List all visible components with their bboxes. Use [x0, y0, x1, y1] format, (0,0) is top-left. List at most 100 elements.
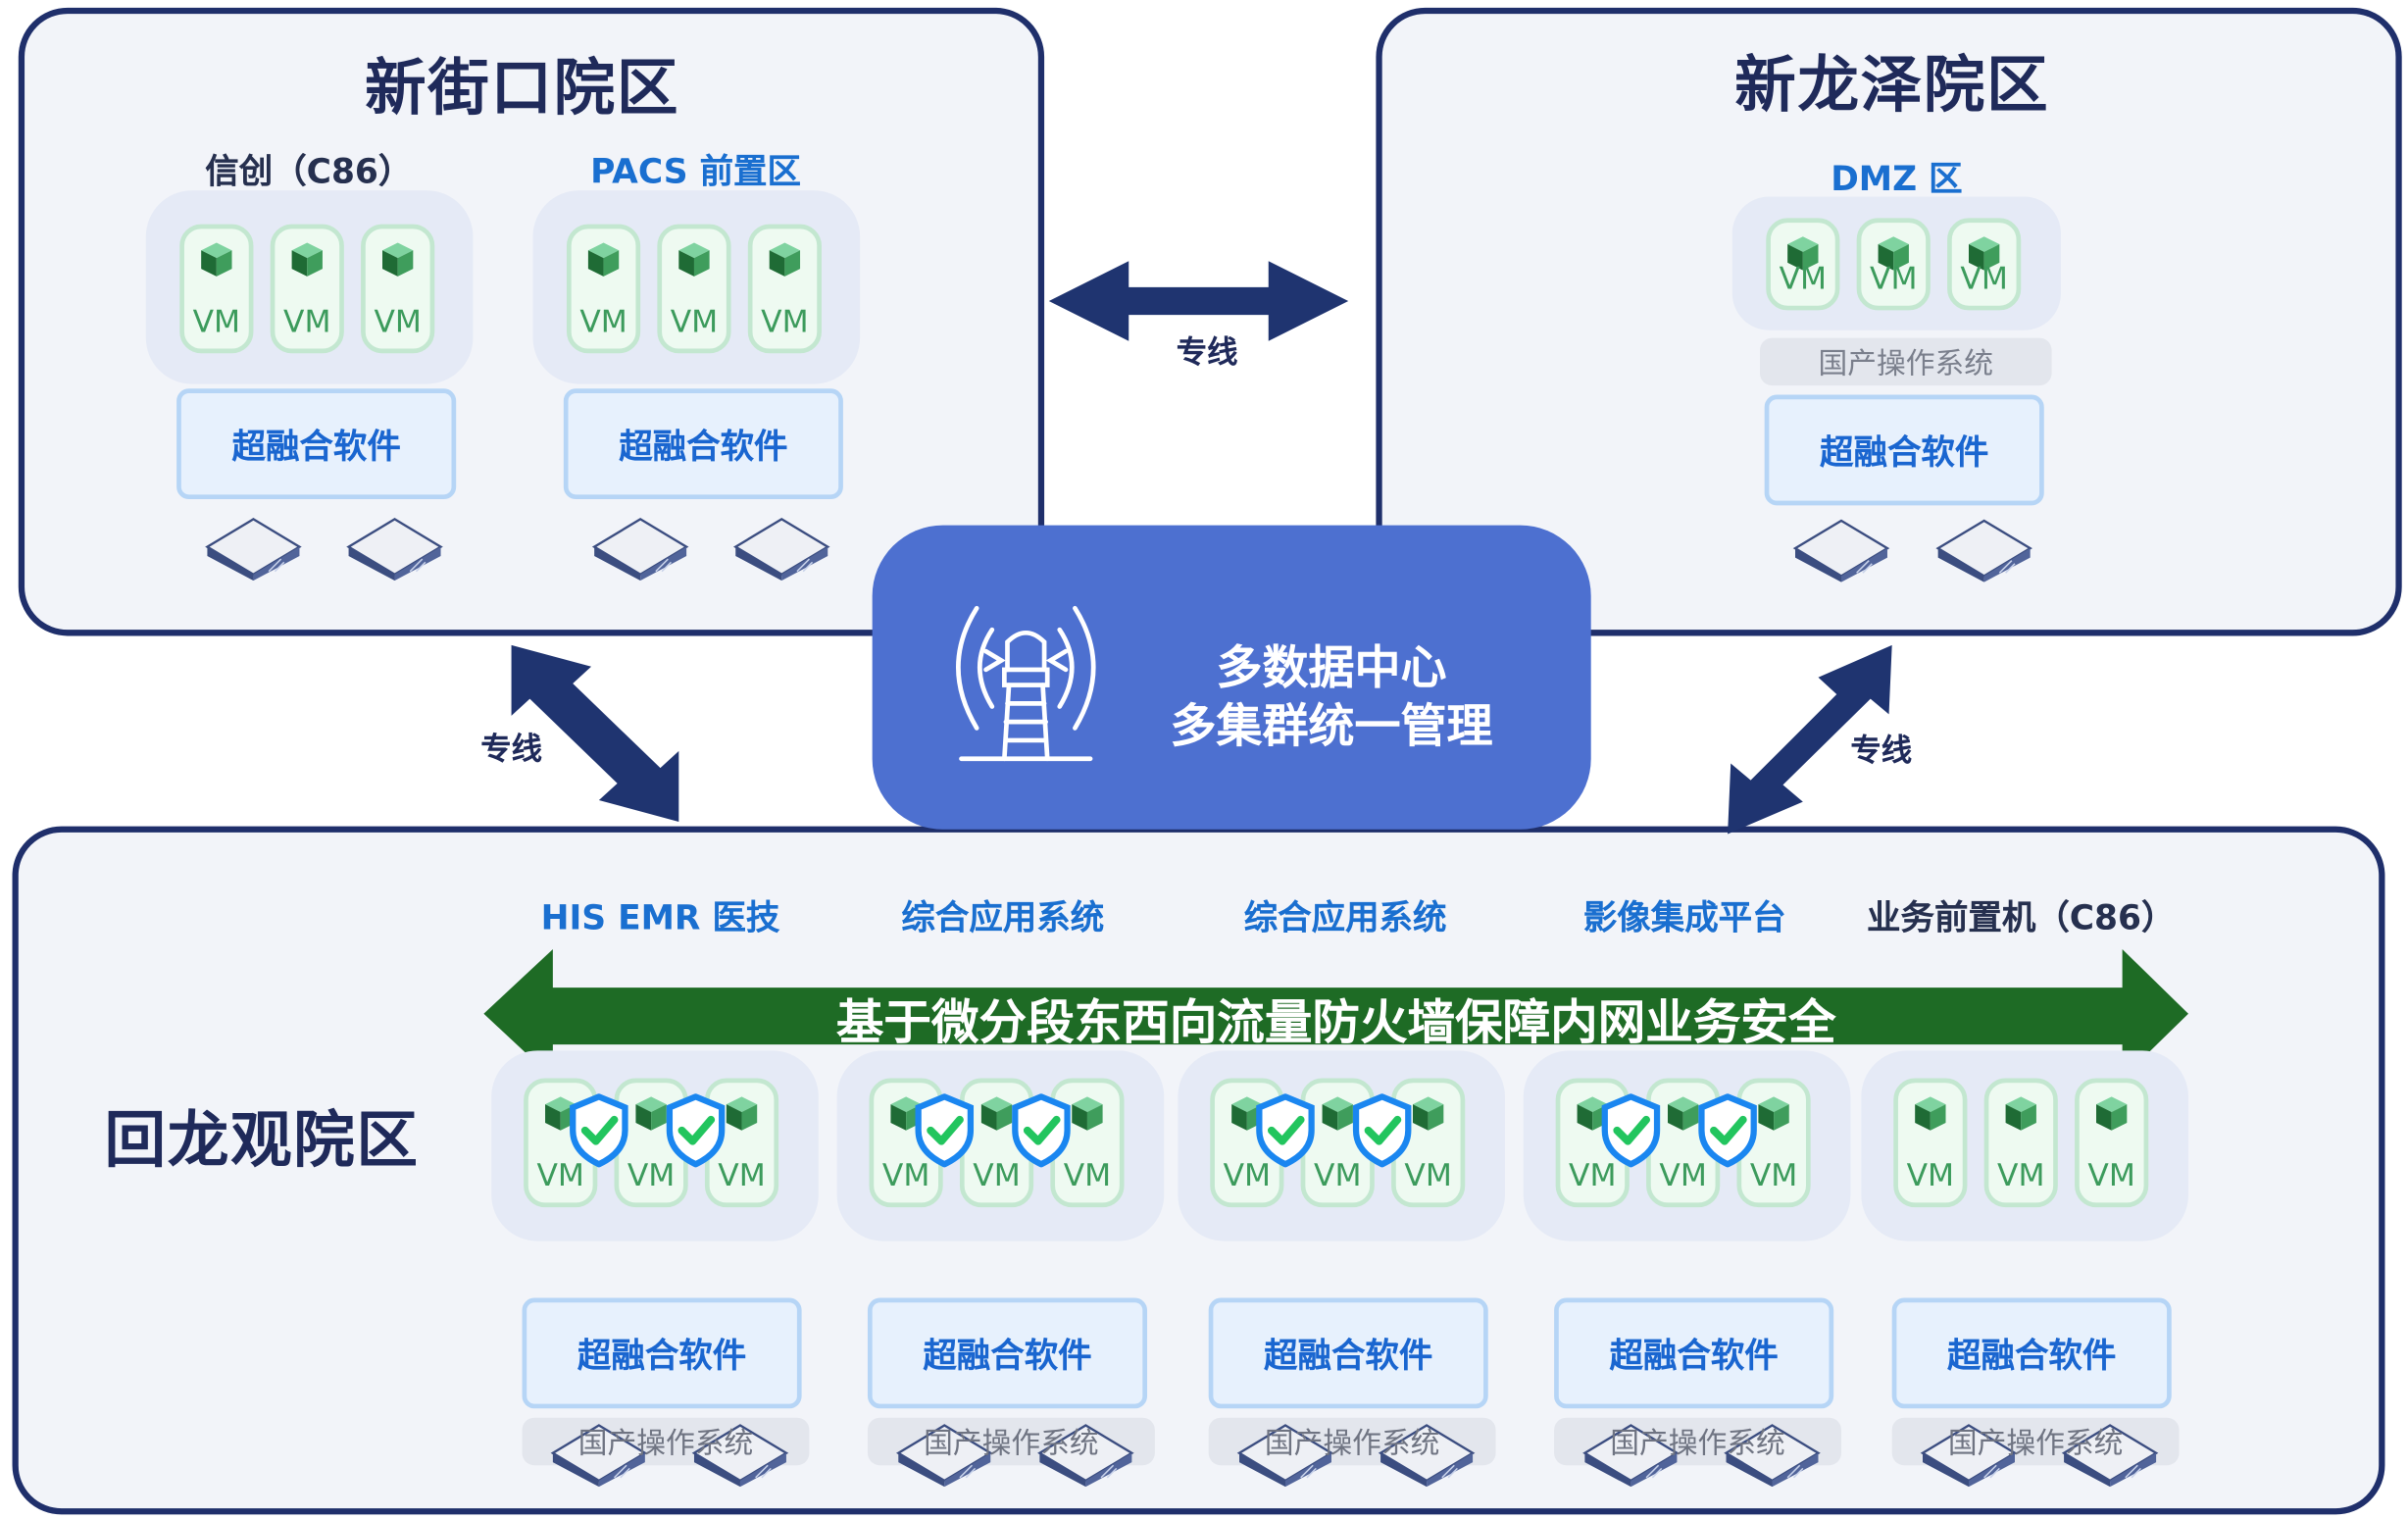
management-center [872, 525, 1591, 830]
hyperconverged-software-box: 超融合软件 [1891, 1297, 2172, 1409]
vm-label: VM [1960, 259, 2008, 297]
group-label: 信创（C86） [205, 153, 413, 192]
link-label: 专线 [1850, 731, 1913, 769]
vm-card: VM [1300, 1078, 1375, 1208]
group-label: DMZ 区 [1831, 161, 1963, 200]
server-icon [345, 516, 443, 582]
os-bar: 国产操作系统 [577, 1427, 754, 1461]
shield-check-icon [1600, 1092, 1662, 1168]
cube-icon [2004, 1095, 2037, 1133]
cube-icon [1757, 1095, 1790, 1133]
vm-card: VM [1893, 1078, 1968, 1208]
vm-card: VM [1947, 218, 2022, 311]
lighthouse-icon [956, 605, 1096, 762]
cube-icon [1967, 235, 2000, 273]
server-icon [1935, 518, 2033, 582]
server-icon [550, 1422, 648, 1488]
hyperconverged-software-box: 超融合软件 [1208, 1297, 1488, 1409]
vm-card: VM [657, 224, 731, 354]
server-icon [1378, 1422, 1476, 1488]
cube-icon [586, 241, 620, 278]
server-icon [1723, 1422, 1821, 1488]
dedicated-line-arrow-top [1048, 261, 1349, 341]
vm-card: VM [179, 224, 254, 354]
column-label: HIS EMR 医技 [540, 899, 780, 939]
site-title: 回龙观院区 [104, 1105, 420, 1177]
server-icon [732, 516, 830, 582]
column-label: 业务前置机（C86） [1867, 899, 2176, 939]
shield-check-icon [1697, 1092, 1759, 1168]
os-bar: 国产操作系统 [1264, 1427, 1440, 1461]
vm-label: VM [1314, 1156, 1362, 1194]
vm-label: VM [881, 1156, 930, 1194]
cube-icon [768, 241, 801, 278]
server-icon [691, 1422, 789, 1488]
vm-card: VM [747, 224, 822, 354]
vm-label: VM [536, 1156, 584, 1194]
vm-label: VM [718, 1156, 766, 1194]
os-bar: 国产操作系统 [1610, 1427, 1785, 1461]
vm-label: VM [1906, 1156, 1955, 1194]
server-icon [2061, 1422, 2159, 1488]
vm-label: VM [761, 302, 809, 340]
os-bar: 国产操作系统 [924, 1427, 1099, 1461]
cube-icon [1071, 1095, 1104, 1133]
dedicated-line-arrow-right [1728, 644, 1892, 835]
vm-card: VM [361, 224, 435, 354]
vm-label: VM [1997, 1156, 2045, 1194]
cube-icon [290, 241, 324, 278]
vm-label: VM [670, 302, 719, 340]
vm-card: VM [270, 224, 344, 354]
vm-label: VM [2087, 1156, 2135, 1194]
cube-icon [200, 241, 233, 278]
vm-card: VM [1856, 218, 1931, 311]
server-icon [1236, 1422, 1334, 1488]
vm-label: VM [1749, 1156, 1798, 1194]
vm-label: VM [1870, 259, 1918, 297]
vm-label: VM [1659, 1156, 1707, 1194]
vm-label: VM [1404, 1156, 1452, 1194]
cube-icon [1914, 1095, 1947, 1133]
shield-check-icon [665, 1092, 727, 1168]
column-label: 综合应用系统 [1243, 899, 1447, 939]
cube-icon [380, 241, 414, 278]
hyperconverged-software-box: 超融合软件 [1554, 1297, 1834, 1409]
vm-label: VM [1223, 1156, 1272, 1194]
server-icon [895, 1422, 993, 1488]
hyperconverged-software-box: 超融合软件 [563, 388, 843, 500]
cube-icon [677, 241, 711, 278]
cube-icon [1786, 235, 1820, 273]
server-icon [204, 516, 302, 582]
hyperconverged-software-box: 超融合软件 [522, 1297, 802, 1409]
shield-check-icon [569, 1092, 630, 1168]
dedicated-line-arrow-left [511, 644, 679, 822]
vm-card: VM [1766, 218, 1840, 311]
center-title-line1: 多数据中心 [1216, 641, 1447, 696]
vm-label: VM [1779, 259, 1828, 297]
vm-card: VM [1050, 1078, 1125, 1208]
server-icon [1792, 518, 1890, 582]
server-icon [1581, 1422, 1680, 1488]
vm-label: VM [627, 1156, 676, 1194]
security-banner-text: 基于微分段东西向流量防火墙保障内网业务安全 [835, 994, 1836, 1051]
server-icon [1920, 1422, 2018, 1488]
cube-icon [2094, 1095, 2128, 1133]
vm-card: VM [566, 224, 641, 354]
vm-label: VM [1063, 1156, 1112, 1194]
vm-card: VM [1983, 1078, 2058, 1208]
vm-label: VM [579, 302, 627, 340]
shield-check-icon [1255, 1092, 1317, 1168]
server-icon [591, 516, 689, 582]
vm-label: VM [973, 1156, 1021, 1194]
hyperconverged-software-box: 超融合软件 [176, 388, 457, 500]
vm-card: VM [704, 1078, 779, 1208]
cube-icon [1321, 1095, 1354, 1133]
site-title: 新街口院区 [364, 53, 680, 125]
column-label: 影像集成平台 [1582, 899, 1786, 939]
vm-label: VM [283, 302, 331, 340]
hyperconverged-software-box: 超融合软件 [1764, 394, 2044, 506]
cube-icon [1666, 1095, 1699, 1133]
cube-icon [1877, 235, 1910, 273]
column-label: 综合应用系统 [901, 899, 1105, 939]
